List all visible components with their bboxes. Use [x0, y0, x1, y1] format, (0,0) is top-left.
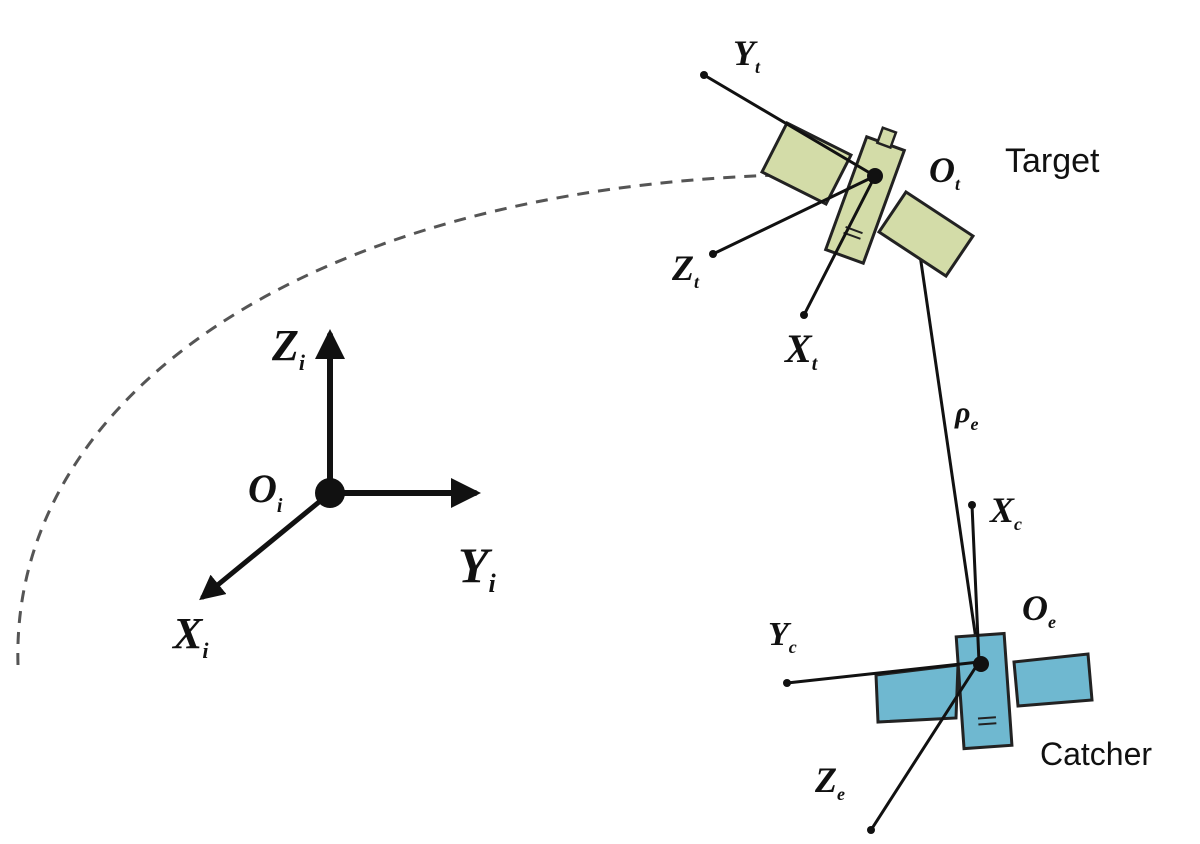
target-solar-panel-left — [759, 120, 854, 207]
catcher-name-label: Catcher — [1040, 736, 1152, 772]
target-z-axis-tip — [709, 250, 717, 258]
target-z-axis — [711, 174, 877, 256]
target-origin-dot — [867, 168, 883, 184]
catcher-y-axis — [785, 660, 981, 685]
catcher-origin-dot — [973, 656, 989, 672]
target-name-label: Target — [1005, 142, 1100, 180]
catcher-x-label: Xc — [989, 490, 1022, 534]
inertial-x-label: Xi — [171, 609, 209, 663]
catcher-origin-label: Oe — [1022, 588, 1056, 632]
target-x-label: Xt — [783, 326, 819, 375]
inertial-z-label: Zi — [271, 321, 306, 375]
inertial-origin-dot — [315, 478, 345, 508]
inertial-x-axis — [199, 490, 333, 601]
catcher-spacecraft: Xc Oe Yc Catcher Ze — [768, 490, 1152, 834]
catcher-body-detail — [978, 722, 997, 726]
target-origin-label: Ot — [929, 150, 961, 194]
target-y-label: Yt — [733, 33, 761, 77]
relative-vector-label: ρe — [954, 396, 978, 434]
target-z-label: Zt — [671, 248, 700, 292]
catcher-z-label: Ze — [814, 760, 845, 804]
relative-position-vector — [910, 199, 981, 661]
catcher-z-axis-tip — [867, 826, 875, 834]
catcher-y-label: Yc — [768, 616, 797, 657]
orbit-path — [16, 173, 781, 666]
target-spacecraft: Yt Ot Target Zt Xt — [671, 33, 1100, 375]
catcher-z-axis — [869, 660, 981, 832]
target-y-axis-tip — [700, 71, 708, 79]
target-y-axis — [702, 73, 877, 178]
target-x-axis-tip — [800, 311, 808, 319]
inertial-y-label: Yi — [458, 537, 497, 598]
catcher-x-axis-tip — [968, 501, 976, 509]
inertial-frame: Zi Oi Yi Xi — [171, 321, 497, 663]
catcher-y-axis-tip — [783, 679, 791, 687]
catcher-solar-panel-right — [1012, 652, 1094, 708]
catcher-body-detail — [977, 716, 997, 720]
target-x-axis — [802, 174, 877, 317]
catcher-x-axis — [970, 503, 981, 664]
catcher-body — [954, 631, 1014, 751]
inertial-origin-label: Oi — [248, 466, 283, 517]
target-solar-panel-right — [876, 189, 976, 279]
target-nozzle — [875, 126, 898, 150]
